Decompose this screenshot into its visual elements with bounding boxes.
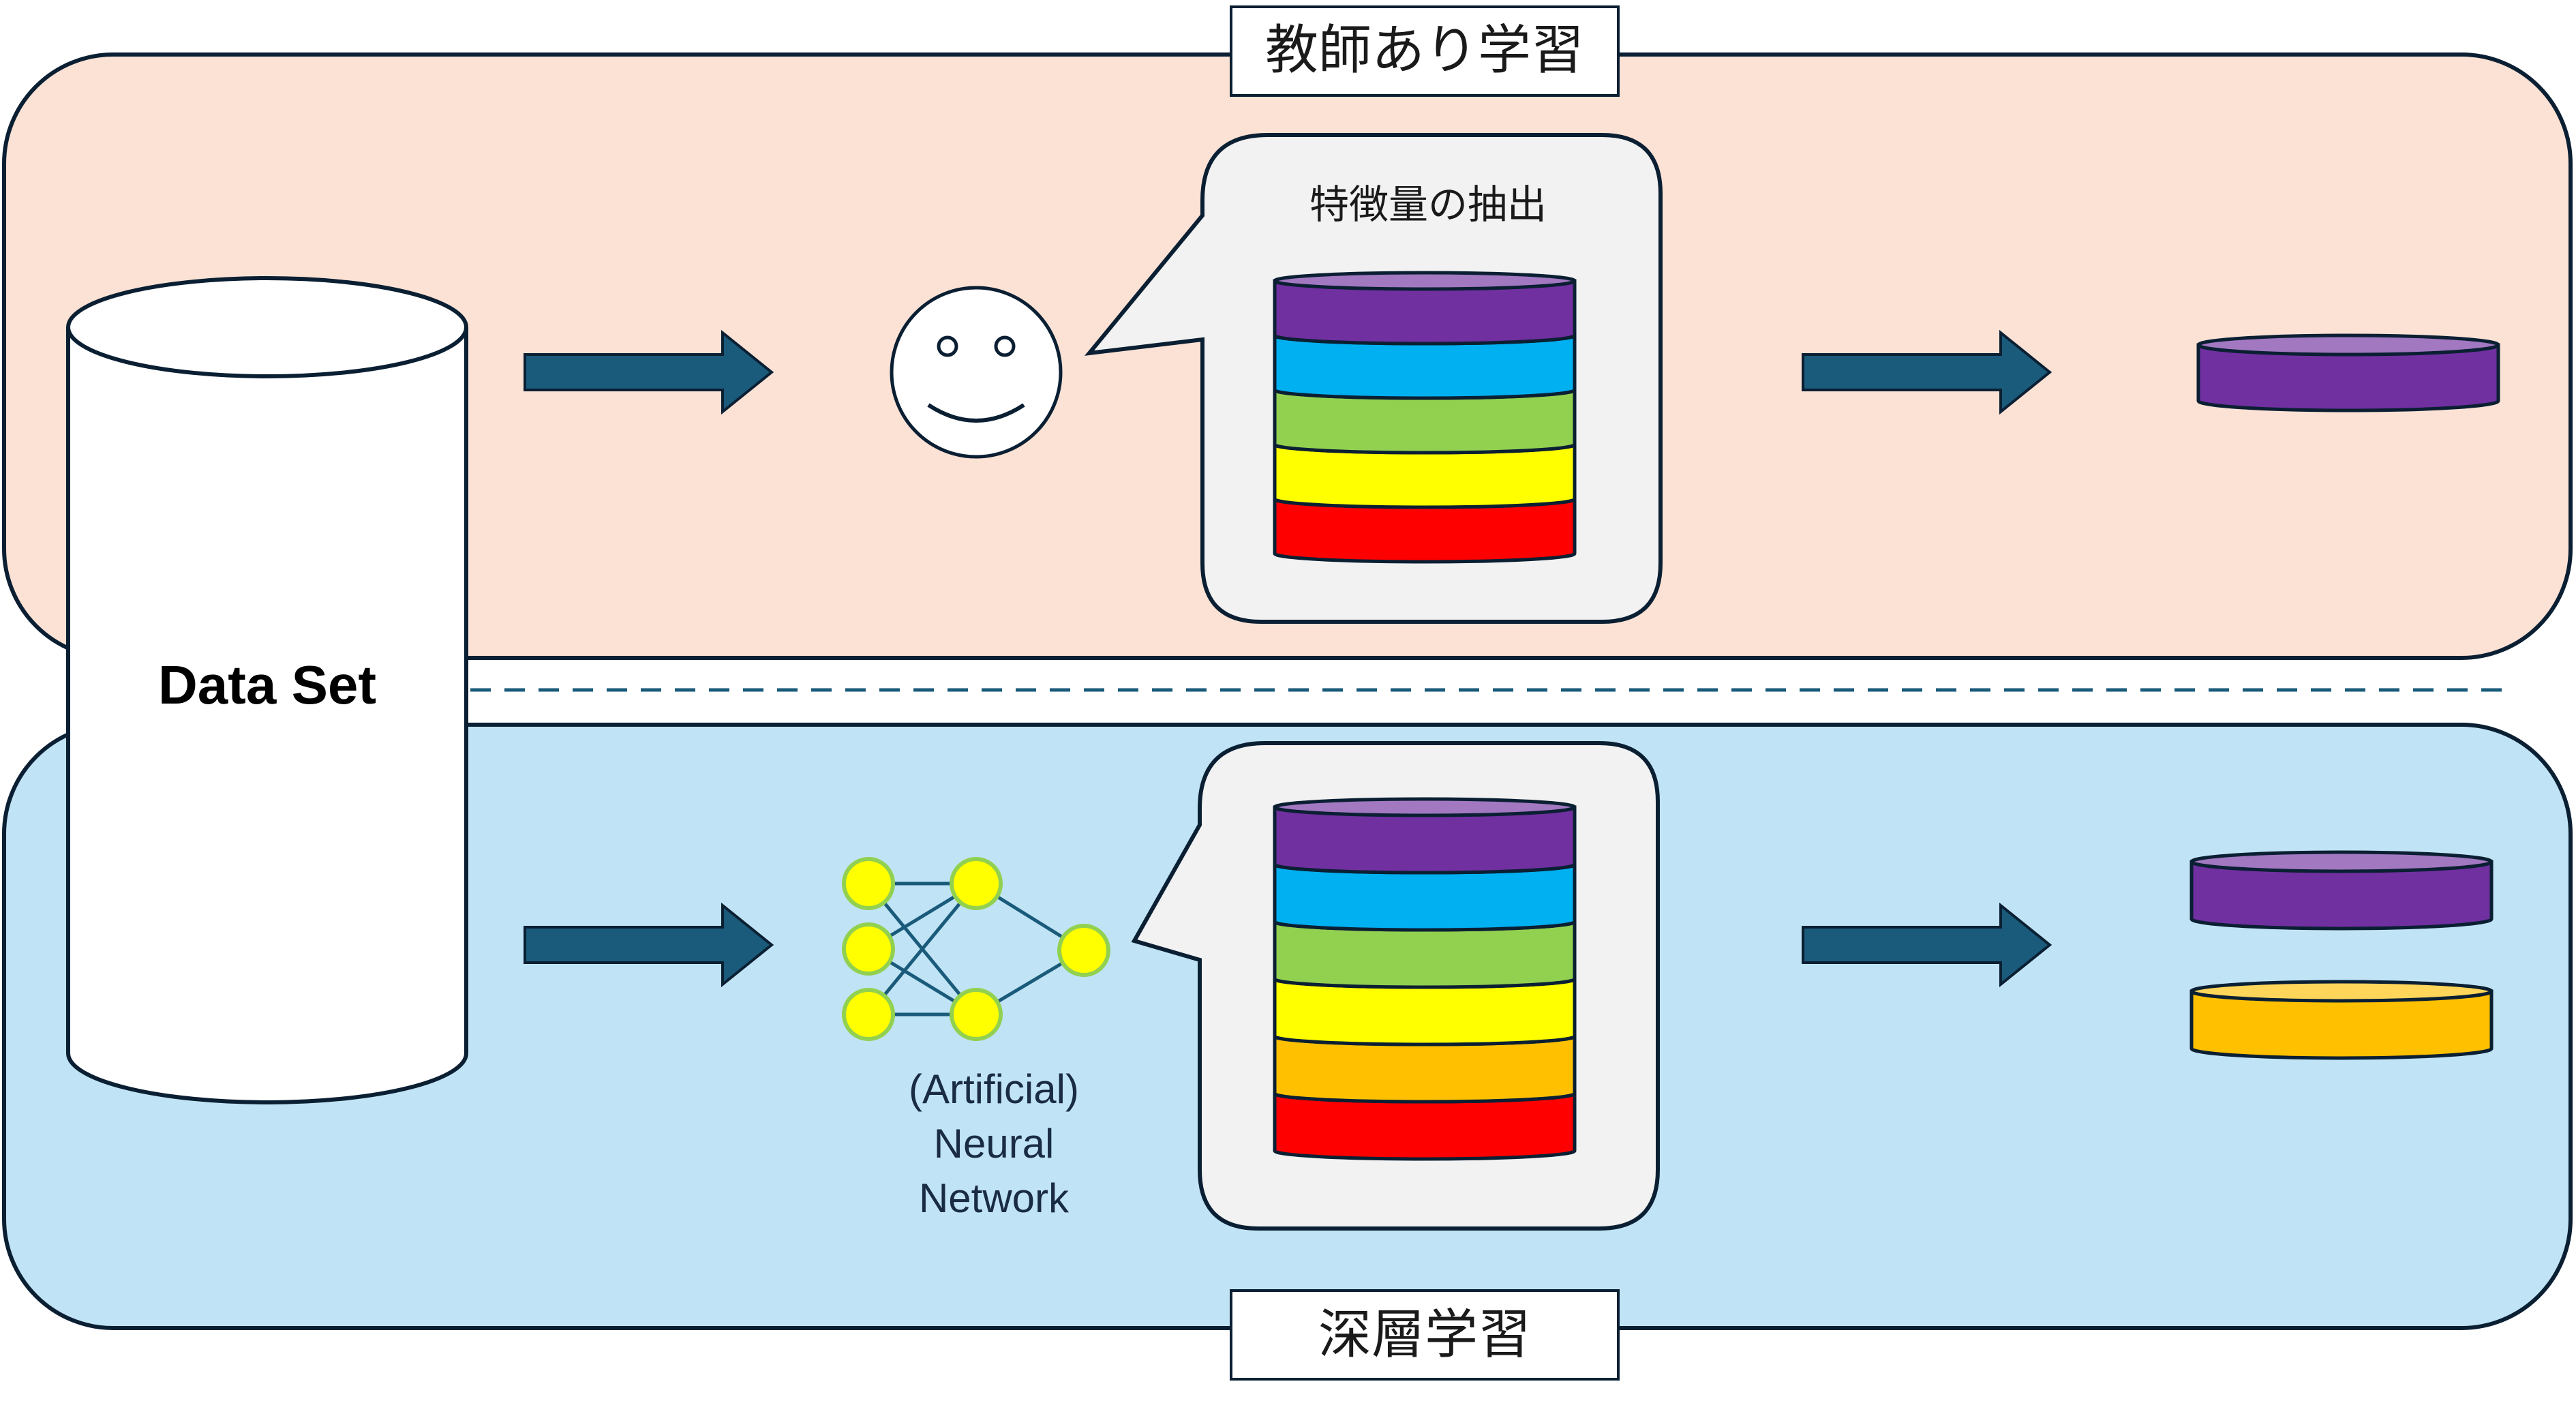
deep-title-box [1230, 1289, 1620, 1381]
nn-node [950, 988, 1003, 1041]
output-layer-orange [2189, 980, 2494, 1060]
feature-stack-bottom [1273, 797, 1577, 1161]
arrow-features-to-output-top [1802, 329, 2052, 415]
arrow-dataset-to-human [524, 329, 774, 415]
feature-extraction-label: 特徴量の抽出 [1309, 181, 1547, 228]
nn-node [842, 857, 895, 910]
supervised-title: 教師あり学習 [1265, 20, 1584, 81]
nn-node [950, 857, 1003, 910]
arrow-features-to-output-bottom [1802, 902, 2052, 988]
neural-network-icon: (Artificial) Neural Network [842, 857, 1110, 1221]
arrow-dataset-to-nn [524, 902, 774, 988]
cylinder-database-icon: Data Set [66, 276, 468, 1104]
feature-stack-top [1273, 271, 1577, 564]
supervised-title-box [1230, 5, 1620, 97]
nn-label-line2: Neural [934, 1121, 1055, 1166]
dataset-cylinder-body [66, 327, 468, 1104]
output-layer-purple [2196, 333, 2500, 412]
nn-label-line3: Network [919, 1175, 1070, 1221]
nn-node [842, 988, 895, 1041]
feature-layer-purple [1273, 271, 1577, 346]
nn-label-line1: (Artificial) [909, 1066, 1079, 1112]
nn-node [842, 922, 895, 976]
dataset-cylinder-top [66, 276, 468, 378]
output-stack-bottom [2189, 850, 2494, 1060]
smiley-face-icon [890, 286, 1063, 459]
feature-layer-purple [1273, 797, 1577, 875]
output-stack-top [2196, 333, 2500, 412]
deep-title: 深層学習 [1318, 1304, 1531, 1366]
dataset-label: Data Set [158, 654, 376, 715]
nn-node [1057, 924, 1110, 977]
output-layer-purple [2189, 850, 2494, 931]
nn-nodes [842, 857, 1110, 1041]
